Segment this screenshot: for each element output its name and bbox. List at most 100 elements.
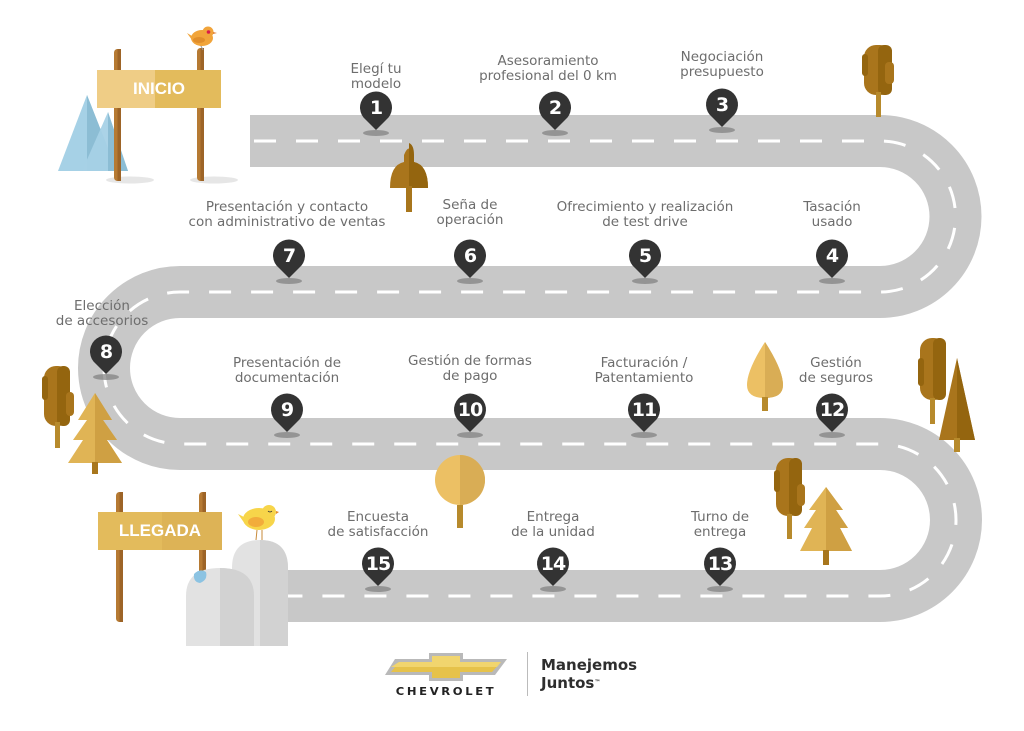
start-sign-label: INICIO xyxy=(133,79,185,98)
pin-shadow xyxy=(819,432,845,438)
step-label: Facturación /Patentamiento xyxy=(595,356,694,386)
pin-shadow xyxy=(540,586,566,592)
pin-shadow xyxy=(365,586,391,592)
step-marker: 6 xyxy=(450,236,490,284)
step-label-line: Encuesta xyxy=(347,509,409,525)
step-label-line: usado xyxy=(811,214,853,230)
step-number: 14 xyxy=(540,553,566,575)
finish-sign-label: LLEGADA xyxy=(118,521,202,540)
step-number: 15 xyxy=(365,553,391,575)
map-pin-icon xyxy=(628,393,660,432)
step-marker: 3 xyxy=(702,85,742,133)
step-label-line: Turno de xyxy=(690,509,750,525)
map-pin-icon xyxy=(362,547,395,586)
step-label-line: documentación xyxy=(234,370,340,386)
pin-shadow xyxy=(542,130,568,136)
step-label-line: Ofrecimiento y realización xyxy=(556,199,734,215)
slogan-line-1: Manejemos xyxy=(541,656,638,674)
chevrolet-wordmark: CHEVROLET xyxy=(395,685,497,698)
map-pin-icon xyxy=(273,239,305,278)
step-number: 4 xyxy=(825,245,839,267)
trademark-symbol: ™ xyxy=(594,679,601,686)
step-number: 6 xyxy=(463,245,477,267)
tree-icon xyxy=(918,338,946,424)
step-label-line: de seguros xyxy=(798,370,874,386)
step-label-line: Negociación xyxy=(680,49,764,65)
map-pin-icon xyxy=(816,393,848,432)
step-label-line: Patentamiento xyxy=(594,370,694,386)
step-marker: 4 xyxy=(812,236,852,284)
map-pin-icon xyxy=(271,393,303,432)
step-label-line: Gestión de formas xyxy=(408,353,532,369)
tree-icon xyxy=(435,455,485,528)
pine-tree-icon xyxy=(68,393,122,474)
tree-icon xyxy=(774,458,805,539)
step-label-line: presupuesto xyxy=(680,64,764,80)
start-sign-icon xyxy=(97,26,238,184)
pin-shadow xyxy=(632,278,658,284)
step-marker: 14 xyxy=(533,544,573,592)
step-number: 7 xyxy=(282,245,296,267)
step-label-line: profesional del 0 km xyxy=(479,68,617,84)
logo-divider xyxy=(527,652,528,696)
step-marker: 2 xyxy=(535,88,575,136)
step-number: 10 xyxy=(457,399,483,421)
step-label-line: de la unidad xyxy=(511,524,595,540)
step-label-line: de pago xyxy=(442,368,498,384)
pin-shadow xyxy=(363,130,389,136)
step-label-line: Asesoramiento xyxy=(497,53,599,69)
step-number: 13 xyxy=(707,553,733,575)
step-number: 2 xyxy=(548,97,562,119)
step-number: 5 xyxy=(638,245,652,267)
map-pin-icon xyxy=(539,91,571,130)
step-label-line: Gestión xyxy=(810,355,862,371)
tree-icon xyxy=(390,143,428,212)
step-marker: 5 xyxy=(625,236,665,284)
step-markers xyxy=(90,88,848,592)
step-label-line: Elegí tu xyxy=(350,61,402,77)
step-label-line: entrega xyxy=(693,524,747,540)
finish-sign-icon xyxy=(98,492,222,622)
step-marker: 12 xyxy=(812,390,852,438)
step-label-line: Tasación xyxy=(803,199,861,215)
step-label-line: Facturación / xyxy=(600,355,688,371)
step-label-line: Entrega xyxy=(526,509,580,525)
step-label-line: de satisfacción xyxy=(327,524,429,540)
step-label-line: modelo xyxy=(350,76,402,92)
step-label-line: de accesorios xyxy=(55,313,149,329)
step-number: 12 xyxy=(819,399,845,421)
map-pin-icon xyxy=(360,91,392,130)
slogan-line-2: Juntos xyxy=(541,674,595,692)
pin-shadow xyxy=(457,432,483,438)
step-marker: 1 xyxy=(356,88,396,136)
map-pin-icon xyxy=(90,335,122,374)
chevrolet-bowtie-logo xyxy=(385,653,507,681)
step-number: 9 xyxy=(280,399,294,421)
tree-icon xyxy=(862,45,894,117)
step-label-line: operación xyxy=(436,212,504,228)
brand-lockup: CHEVROLET Manejemos Juntos™ xyxy=(383,652,643,698)
pine-tree-icon xyxy=(800,487,852,565)
step-marker: 13 xyxy=(700,544,740,592)
pin-shadow xyxy=(631,432,657,438)
step-label-line: con administrativo de ventas xyxy=(188,214,386,230)
step-marker: 15 xyxy=(358,544,398,592)
pin-shadow xyxy=(93,374,119,380)
step-label-line: Seña de xyxy=(442,197,498,213)
